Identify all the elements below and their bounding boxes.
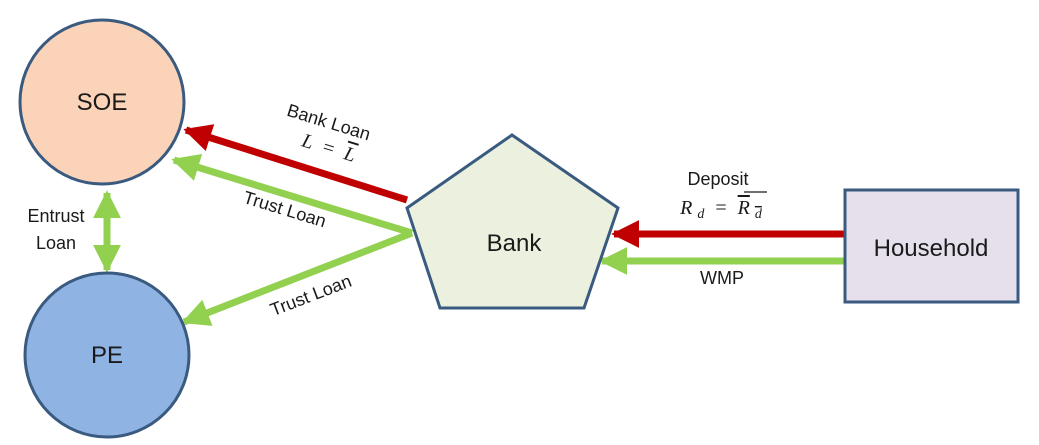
household-node [843,188,1020,304]
deposit-formula-lhs-sub: d [697,207,705,222]
bank-label: Bank [487,230,543,257]
deposit-formula-lhs: R [679,197,692,219]
entrust-loan-label-line2: Loan [36,233,76,253]
bank-loan-formula-op: = [320,136,337,160]
deposit-label: Deposit [687,169,748,189]
pe-node [23,271,191,439]
bank-node [405,133,620,310]
trust-loan-pe-arrow [181,229,414,326]
trust-loan-soe-arrow [171,154,414,237]
deposit-formula-rhs-sub: d [755,207,763,222]
bank-loan-arrow [183,124,409,204]
deposit-formula-op: = [715,197,726,219]
soe-node [18,18,186,186]
deposit-formula-rhs: R [737,197,750,219]
deposit-formula: R d = R d [679,197,763,223]
bank-loan-formula-lhs: L [298,129,316,154]
household-label: Household [874,235,989,262]
pe-label: PE [91,342,123,369]
wmp-label: WMP [700,268,744,288]
bank-loan-formula-rhs: L [340,142,358,167]
trust-loan-pe-label: Trust Loan [267,271,354,320]
soe-label: SOE [77,89,128,116]
entrust-loan-label-line1: Entrust [27,206,84,226]
